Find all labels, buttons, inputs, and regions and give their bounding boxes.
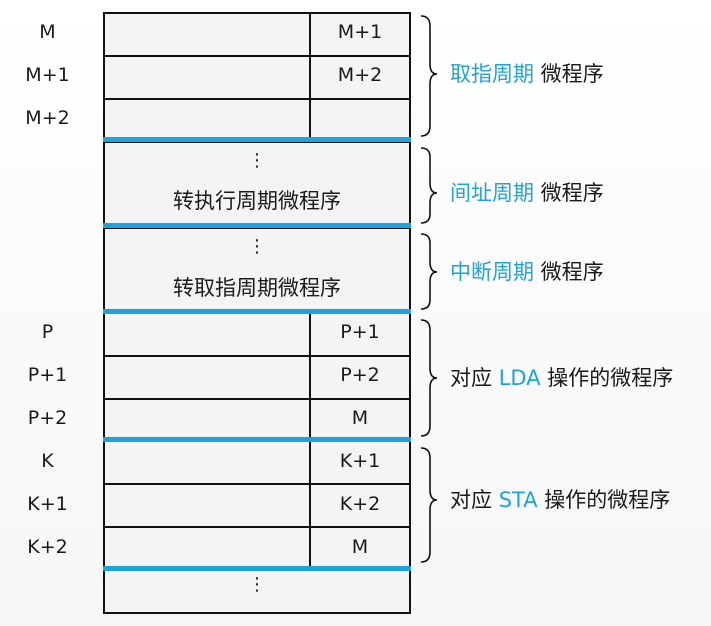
address-label: P+1 [27, 364, 68, 386]
next-address-value: M+2 [337, 64, 383, 86]
next-address-value: K+1 [339, 450, 381, 472]
address-label: K+1 [27, 493, 68, 515]
ellipsis: ⋮ [248, 150, 266, 171]
next-address-value: M [351, 407, 369, 429]
block-separator [103, 137, 411, 142]
next-address-value: P+1 [340, 321, 380, 343]
ellipsis: ⋮ [248, 236, 266, 257]
block-separator [103, 437, 411, 442]
brace [420, 319, 438, 437]
brace [420, 147, 438, 224]
address-label: P [41, 321, 54, 343]
group-label-interrupt: 中断周期 微程序 [450, 260, 604, 284]
next-address-value: M [351, 536, 369, 558]
address-label: M [39, 21, 56, 43]
next-address-cell [309, 526, 411, 568]
indirect-block-text: 转执行周期微程序 [173, 189, 341, 213]
group-label-sta: 对应 STA 操作的微程序 [450, 488, 671, 512]
next-address-cell [309, 483, 411, 528]
next-address-value: K+2 [339, 493, 381, 515]
address-label: K+2 [27, 536, 68, 558]
address-label: M+1 [25, 64, 70, 86]
address-label: M+2 [25, 107, 70, 129]
interrupt-block-text: 转取指周期微程序 [173, 276, 341, 300]
address-label: K [41, 450, 54, 472]
group-label-indirect: 间址周期 微程序 [450, 181, 604, 205]
block-separator [103, 223, 411, 228]
micro-op-cell [103, 355, 311, 400]
block-separator [103, 566, 411, 571]
block-separator [103, 309, 411, 314]
address-label: P+2 [27, 407, 68, 429]
group-label-fetch: 取指周期 微程序 [450, 62, 604, 86]
ellipsis: ⋮ [248, 574, 266, 595]
brace [420, 15, 438, 137]
next-address-value: P+2 [340, 364, 380, 386]
brace [420, 233, 438, 310]
next-address-value: M+1 [337, 21, 383, 43]
group-label-lda: 对应 LDA 操作的微程序 [450, 366, 674, 390]
brace [420, 447, 438, 563]
